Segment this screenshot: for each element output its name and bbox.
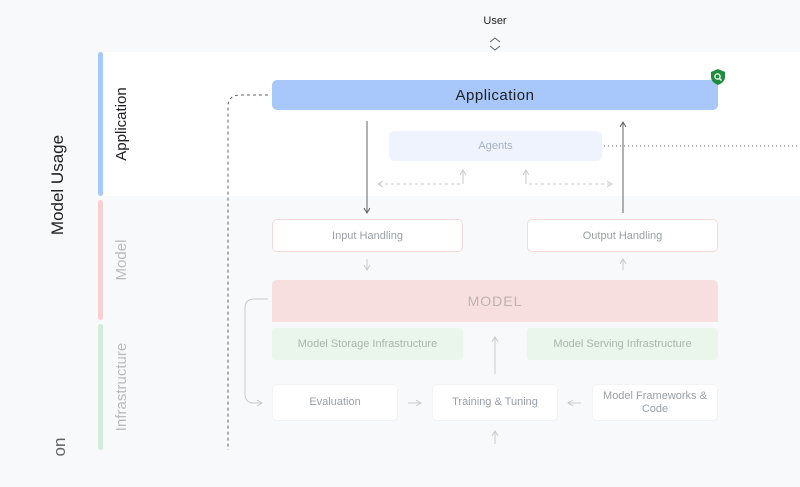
dashed-loop-line — [227, 94, 268, 450]
input-handling-box: Input Handling — [272, 219, 463, 252]
application-section: Application — [98, 52, 800, 196]
model-storage-box: Model Storage Infrastructure — [272, 328, 463, 360]
agent-dashed-right — [525, 175, 613, 188]
connector-lines — [227, 94, 800, 450]
evaluation-box: Evaluation — [272, 384, 398, 421]
model-section-bar — [98, 200, 103, 320]
agents-box: Agents — [389, 131, 602, 161]
training-tuning-box: Training & Tuning — [432, 384, 558, 421]
model-box: MODEL — [272, 280, 718, 322]
agent-dashed-left — [377, 175, 464, 188]
chevron-up-down-icon — [489, 37, 501, 51]
model-eval-bracket — [244, 298, 268, 407]
user-label: User — [483, 15, 507, 27]
shield-search-icon — [711, 69, 725, 85]
infrastructure-section-bar — [98, 324, 103, 450]
output-handling-box: Output Handling — [527, 219, 718, 252]
model-frameworks-box: Model Frameworks & Code — [592, 384, 718, 421]
application-section-bar — [98, 52, 103, 196]
model-serving-box: Model Serving Infrastructure — [527, 328, 718, 360]
application-box: Application — [272, 80, 718, 110]
